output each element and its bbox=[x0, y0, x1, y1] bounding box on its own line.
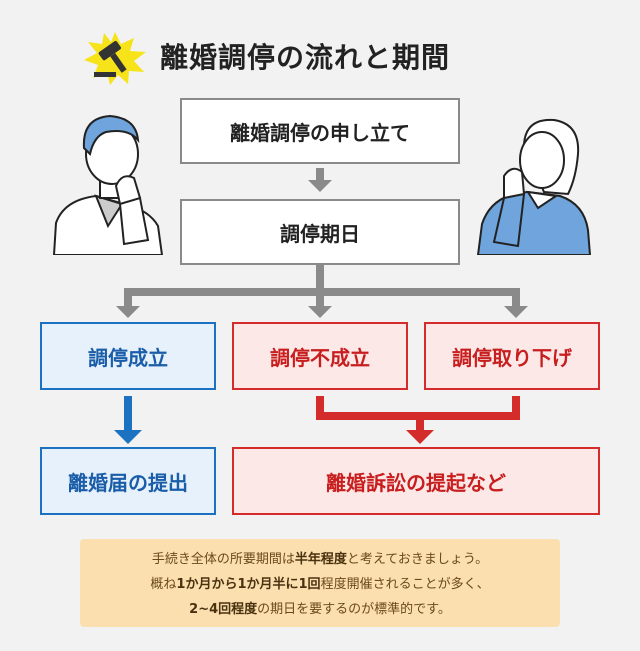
step-failure-label: 調停不成立 bbox=[270, 345, 370, 370]
step-apply-label: 離婚調停の申し立て bbox=[230, 120, 410, 145]
step-lawsuit: 離婚訴訟の提起など bbox=[232, 447, 600, 515]
step-submit-label: 離婚届の提出 bbox=[68, 470, 188, 495]
note-line-3: 2~4回程度の期日を要するのが標準的です。 bbox=[189, 602, 451, 617]
step-failure: 調停不成立 bbox=[232, 322, 408, 390]
page-title: 離婚調停の流れと期間 bbox=[160, 41, 451, 74]
step-date: 調停期日 bbox=[180, 199, 460, 265]
gavel-icon bbox=[84, 32, 146, 85]
note-line-1: 手続き全体の所要期間は半年程度と考えておきましょう。 bbox=[151, 552, 489, 567]
thinking-man-illustration bbox=[52, 114, 164, 255]
duration-note: 手続き全体の所要期間は半年程度と考えておきましょう。 概ね1か月から1か月半に1… bbox=[80, 539, 560, 627]
step-lawsuit-label: 離婚訴訟の提起など bbox=[326, 470, 506, 495]
thinking-woman-illustration bbox=[476, 118, 592, 255]
step-date-label: 調停期日 bbox=[280, 221, 360, 246]
step-withdraw: 調停取り下げ bbox=[424, 322, 600, 390]
note-line-2: 概ね1か月から1か月半に1回程度開催されることが多く、 bbox=[150, 577, 490, 592]
step-apply: 離婚調停の申し立て bbox=[180, 98, 460, 164]
step-submit: 離婚届の提出 bbox=[40, 447, 216, 515]
step-withdraw-label: 調停取り下げ bbox=[452, 345, 572, 370]
step-success: 調停成立 bbox=[40, 322, 216, 390]
step-success-label: 調停成立 bbox=[88, 345, 168, 370]
